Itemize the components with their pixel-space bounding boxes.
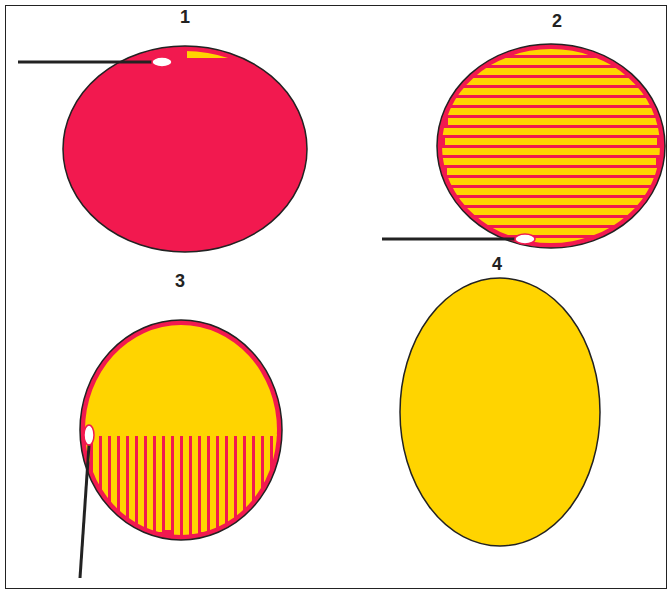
panel-number: 4 <box>492 255 502 275</box>
ellipse-outline <box>63 46 307 252</box>
needle-tip <box>84 425 94 445</box>
ellipse-fill <box>63 46 307 252</box>
ellipse-outline <box>400 278 600 546</box>
panel-number: 1 <box>180 8 190 28</box>
needle-tip <box>515 234 535 244</box>
needle <box>18 61 152 64</box>
needle <box>80 445 89 578</box>
ellipse-outline <box>437 44 665 248</box>
ellipse-outline <box>80 320 282 540</box>
sample-ellipse: 2 <box>437 44 665 248</box>
sample-ellipse: 4 <box>400 278 600 546</box>
needle-tip <box>152 57 172 67</box>
ellipse-drawing <box>400 278 600 546</box>
ellipse-fill <box>80 320 282 540</box>
panel-number: 3 <box>175 272 185 292</box>
ellipse-drawing <box>63 46 307 252</box>
ellipse-drawing <box>437 44 665 248</box>
ellipse-drawing <box>80 320 282 540</box>
sample-ellipse: 3 <box>80 320 282 540</box>
panel-number: 2 <box>552 12 562 32</box>
sample-ellipse: 1 <box>63 46 307 252</box>
ellipse-fill <box>400 278 600 546</box>
ellipse-fill <box>437 44 665 248</box>
needle <box>382 238 515 241</box>
